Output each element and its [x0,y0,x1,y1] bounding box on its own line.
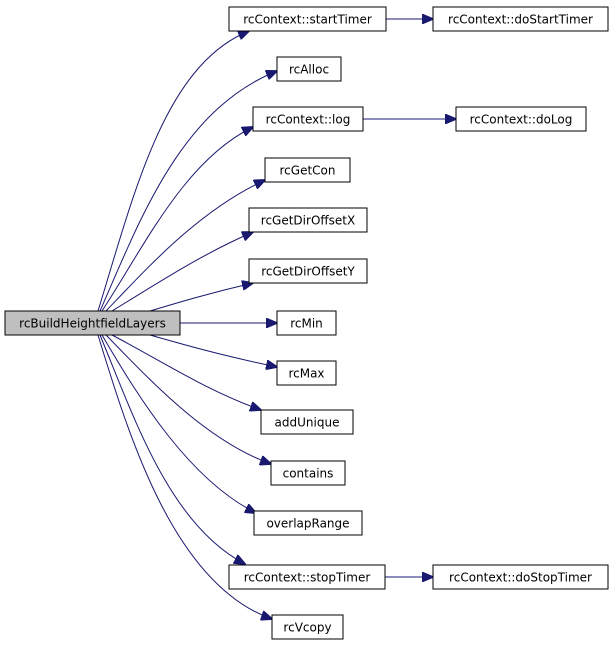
edge-root-to-alloc [99,71,277,312]
node-rcgetdiroffsetx[interactable]: rcGetDirOffsetX [248,207,368,233]
edge-root-to-start-timer [97,31,249,312]
edge-root-to-get-con [105,180,265,312]
edge-root-to-vcopy [97,334,272,619]
node-rcvcopy[interactable]: rcVcopy [271,614,344,640]
edges [97,19,456,619]
node-label: rcBuildHeightfieldLayers [19,317,166,331]
node-addunique[interactable]: addUnique [260,409,354,435]
node-label: rcVcopy [283,621,331,635]
node-rccontext-log[interactable]: rcContext::log [252,106,364,132]
node-overlaprange[interactable]: overlapRange [253,510,363,536]
node-rcalloc[interactable]: rcAlloc [276,56,342,82]
node-label: rcContext::doStopTimer [449,571,592,585]
edge-root-to-get-dir-offset-y [149,283,253,312]
edge-root-to-overlap-range [101,334,256,513]
node-label: rcContext::doStartTimer [448,13,593,27]
node-label: rcContext::log [266,113,351,127]
node-label: rcContext::startTimer [243,13,372,27]
node-label: contains [283,467,334,481]
edge-root-to-get-dir-offset-x [111,232,253,312]
edge-root-to-log [101,127,253,312]
node-rccontext-dostarttimer[interactable]: rcContext::doStartTimer [432,6,609,32]
nodes: rcBuildHeightfieldLayers rcContext::star… [4,6,609,640]
node-rccontext-dostoptimer[interactable]: rcContext::doStopTimer [432,564,609,590]
node-rccontext-starttimer[interactable]: rcContext::startTimer [228,6,387,32]
edge-root-to-add-unique [111,334,261,410]
node-label: addUnique [275,416,340,430]
node-rcbuildheightfieldlayers[interactable]: rcBuildHeightfieldLayers [4,310,181,336]
node-label: rcGetDirOffsetY [261,265,355,279]
node-label: rcGetCon [280,164,336,178]
node-label: overlapRange [266,517,349,531]
edge-root-to-max [149,334,277,367]
node-rcgetdiroffsety[interactable]: rcGetDirOffsetY [248,258,368,284]
node-rcmax[interactable]: rcMax [276,360,337,386]
node-rcgetcon[interactable]: rcGetCon [264,157,351,183]
node-rcmin[interactable]: rcMin [276,310,337,336]
node-label: rcMin [290,317,323,331]
node-label: rcMax [288,367,324,381]
node-rccontext-stoptimer[interactable]: rcContext::stopTimer [228,564,386,590]
edge-root-to-contains [105,334,271,464]
node-label: rcContext::stopTimer [244,571,371,585]
node-label: rcContext::doLog [470,113,573,127]
node-rccontext-dolog[interactable]: rcContext::doLog [455,106,587,132]
edge-root-to-stop-timer [99,334,245,564]
node-label: rcGetDirOffsetX [261,214,355,228]
node-label: rcAlloc [289,63,329,77]
node-contains[interactable]: contains [270,460,346,486]
